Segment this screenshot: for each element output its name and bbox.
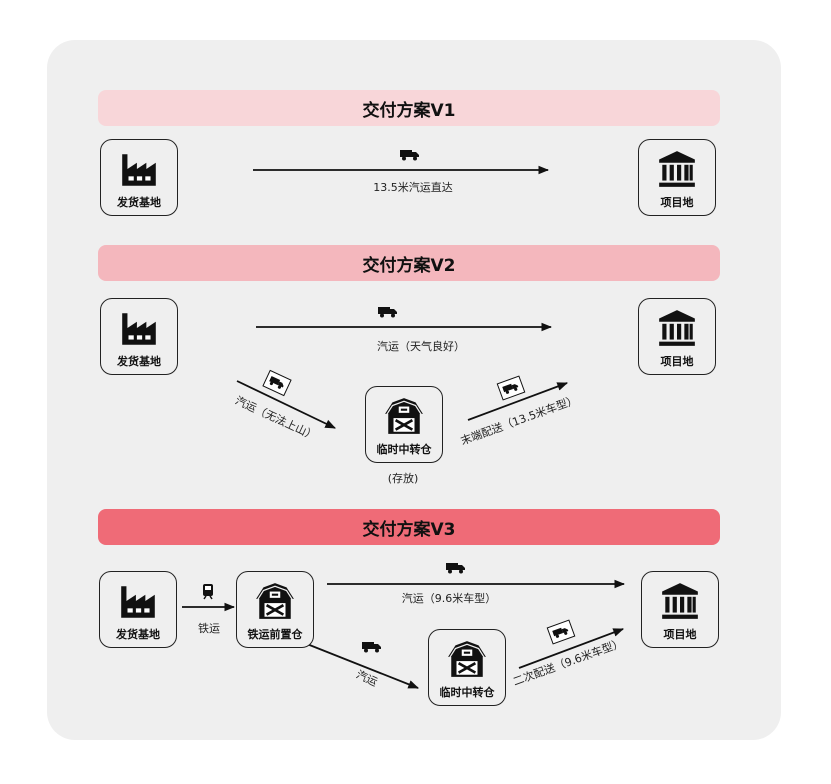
truck-icon: [378, 306, 398, 318]
node-label: 发货基地: [116, 628, 160, 641]
barn-icon: [446, 638, 488, 680]
barn-icon: [254, 580, 296, 622]
node-label: 项目地: [663, 628, 697, 641]
v1-destination-node: 项目地: [638, 139, 716, 216]
train-icon: [202, 584, 214, 600]
node-label: 项目地: [660, 196, 694, 209]
v2-direct-label: 汽运（天气良好）: [377, 340, 465, 353]
factory-icon: [118, 307, 160, 349]
v3-origin-node: 发货基地: [99, 571, 177, 648]
v3-direct-label: 汽运（9.6米车型）: [401, 592, 497, 605]
node-label: 项目地: [660, 355, 694, 368]
barn-icon: [383, 395, 425, 437]
node-label: 铁运前置仓: [247, 628, 303, 641]
v2-destination-node: 项目地: [638, 298, 716, 375]
truck-icon: [446, 562, 466, 574]
building-icon: [656, 307, 698, 349]
building-icon: [659, 580, 701, 622]
v2-leg1-arrow: [236, 380, 336, 429]
v3-hub-node: 临时中转仓: [428, 629, 506, 706]
v2-title-banner: 交付方案V2: [98, 245, 720, 281]
node-label: 发货基地: [117, 196, 161, 209]
v1-origin-node: 发货基地: [100, 139, 178, 216]
v3-rail-label: 铁运: [198, 622, 220, 635]
v3-destination-node: 项目地: [641, 571, 719, 648]
truck-icon: [400, 149, 420, 161]
truck-icon: [362, 641, 382, 653]
v3-rail-hub-node: 铁运前置仓: [236, 571, 314, 648]
v2-hub-node: 临时中转仓: [365, 386, 443, 463]
v1-title-banner: 交付方案V1: [98, 90, 720, 126]
building-icon: [656, 148, 698, 190]
v3-leg1-arrow: [306, 643, 420, 689]
v2-hub-note: (存放): [387, 472, 419, 485]
v1-route-label: 13.5米汽运直达: [373, 181, 453, 194]
factory-icon: [118, 148, 160, 190]
node-label: 临时中转仓: [439, 686, 495, 699]
v3-title-banner: 交付方案V3: [98, 509, 720, 545]
v2-origin-node: 发货基地: [100, 298, 178, 375]
node-label: 临时中转仓: [376, 443, 432, 456]
factory-icon: [117, 580, 159, 622]
v2-leg2-arrow: [467, 382, 569, 421]
v3-leg2-arrow: [518, 628, 625, 669]
node-label: 发货基地: [117, 355, 161, 368]
